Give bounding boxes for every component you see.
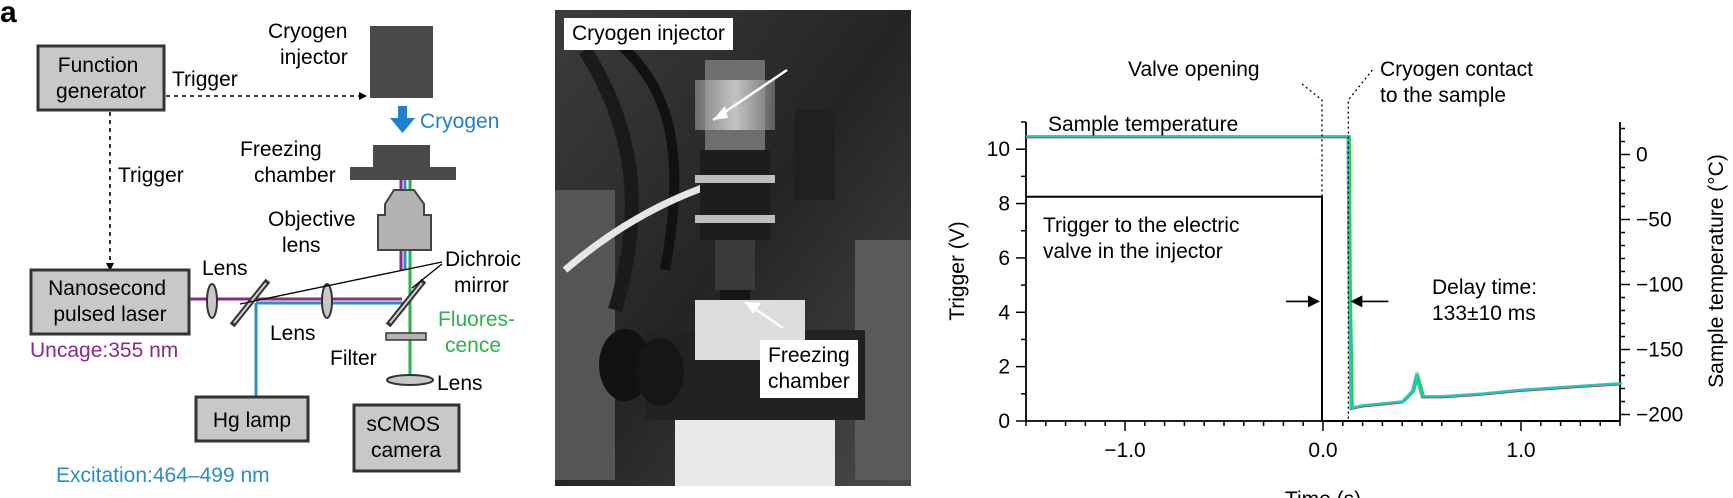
y-right-tick-label: 0 xyxy=(1636,144,1648,167)
cryogen-injector-label: Cryogen injector xyxy=(268,20,353,69)
panel-label: a xyxy=(0,0,17,29)
sample-temperature-label: Sample temperature xyxy=(1048,113,1238,136)
delay-arrow-right-head xyxy=(1350,295,1363,308)
function-generator-box xyxy=(36,44,166,112)
temperature-trace-green xyxy=(1028,135,1623,410)
y-left-tick-label: 2 xyxy=(998,356,1010,379)
objective-lens xyxy=(377,189,432,251)
y-left-tick-label: 8 xyxy=(998,193,1010,216)
freezing-chamber-top xyxy=(373,145,430,167)
lens-camera xyxy=(386,374,434,386)
setup-schematic: a Function generator Trigger Trigger Cry… xyxy=(0,0,527,487)
y-right-tick-label: −100 xyxy=(1636,274,1683,297)
excitation-label: Excitation:464–499 nm xyxy=(56,464,270,487)
mirror-left-face xyxy=(233,282,267,324)
callout-freezing-chamber: Freezing chamber xyxy=(760,340,858,398)
temperature-trace-cyan xyxy=(1026,135,1621,410)
nanosecond-laser-box xyxy=(29,268,191,336)
delay-time-label: Delay time: 133±10 ms xyxy=(1432,276,1543,325)
lens-middle xyxy=(321,283,333,319)
freezing-chamber-plate xyxy=(350,167,456,180)
x-axis-label: Time (s) xyxy=(1285,488,1361,498)
y-left-tick-label: 10 xyxy=(987,138,1010,161)
fluorescence-label: Fluores- cence xyxy=(438,308,521,357)
delay-arrow-left-head xyxy=(1308,295,1321,308)
trigger-temperature-chart: −1.0 0.0 1.0 0 2 4 6 8 10 0 −50 −100 −150 −200 Valve … xyxy=(946,58,1728,498)
function-generator-label: Function generator xyxy=(56,54,146,103)
filter-label: Filter xyxy=(330,347,377,370)
x-tick-label: −1.0 xyxy=(1104,439,1145,462)
chart-ticks: −1.0 0.0 1.0 0 2 4 6 8 10 0 −50 −100 −150 −200 xyxy=(987,121,1683,462)
chart-series xyxy=(1026,135,1623,422)
callout-cryogen-injector: Cryogen injector xyxy=(564,18,733,50)
y-right-tick-label: −200 xyxy=(1636,404,1683,427)
valve-opening-marker xyxy=(1301,83,1323,421)
nanosecond-laser-label: Nanosecond pulsed laser xyxy=(48,277,172,326)
dichroic-pointer-1 xyxy=(239,261,443,305)
x-tick-label: 0.0 xyxy=(1308,439,1337,462)
dichroic-pointer-2 xyxy=(411,263,443,289)
trigger-trace xyxy=(1026,195,1620,422)
cryogen-label: Cryogen xyxy=(420,110,499,133)
freezing-chamber-label: Freezing chamber xyxy=(240,138,336,187)
hg-lamp-label: Hg lamp xyxy=(213,409,291,432)
scmos-camera-box xyxy=(352,403,461,473)
valve-opening-label: Valve opening xyxy=(1128,58,1260,81)
cryogen-arrow-head xyxy=(390,118,415,133)
trigger-label-vertical: Trigger xyxy=(118,164,184,187)
filter xyxy=(385,332,427,341)
chart-annotations: Valve opening Cryogen contact to the sam… xyxy=(946,58,1728,498)
cryogen-injector-block xyxy=(370,26,433,98)
lens-laser xyxy=(206,283,218,319)
x-tick-label: 1.0 xyxy=(1506,439,1535,462)
y-right-tick-label: −50 xyxy=(1636,209,1672,232)
y-left-tick-label: 6 xyxy=(998,247,1010,270)
y-axis-label-right: Sample temperature (°C) xyxy=(1705,154,1728,388)
uncage-label: Uncage:355 nm xyxy=(30,339,178,362)
dichroic-mirror-label: Dichroic mirror xyxy=(445,248,527,297)
cryogen-arrow-shaft xyxy=(398,106,407,119)
trigger-text-label: Trigger to the electric valve in the inj… xyxy=(1043,214,1245,263)
y-left-tick-label: 0 xyxy=(998,410,1010,433)
scmos-camera-label: sCMOS camera xyxy=(366,413,445,462)
lens-label-middle: Lens xyxy=(270,322,316,345)
hg-lamp-box xyxy=(194,395,310,443)
lens-label-bottom: Lens xyxy=(437,372,483,395)
apparatus-photo: Cryogen injector Freezing chamber xyxy=(555,10,911,486)
objective-lens-label: Objective lens xyxy=(268,208,361,257)
y-right-tick-label: −150 xyxy=(1636,339,1683,362)
y-left-tick-label: 4 xyxy=(998,301,1010,324)
lens-label-top: Lens xyxy=(202,257,248,280)
cryogen-contact-label: Cryogen contact to the sample xyxy=(1380,58,1539,107)
trigger-label-horizontal: Trigger xyxy=(172,68,238,91)
dichroic-mirror-face xyxy=(389,282,423,324)
apparatus-illustration xyxy=(555,10,911,486)
y-axis-label-left: Trigger (V) xyxy=(946,221,969,321)
